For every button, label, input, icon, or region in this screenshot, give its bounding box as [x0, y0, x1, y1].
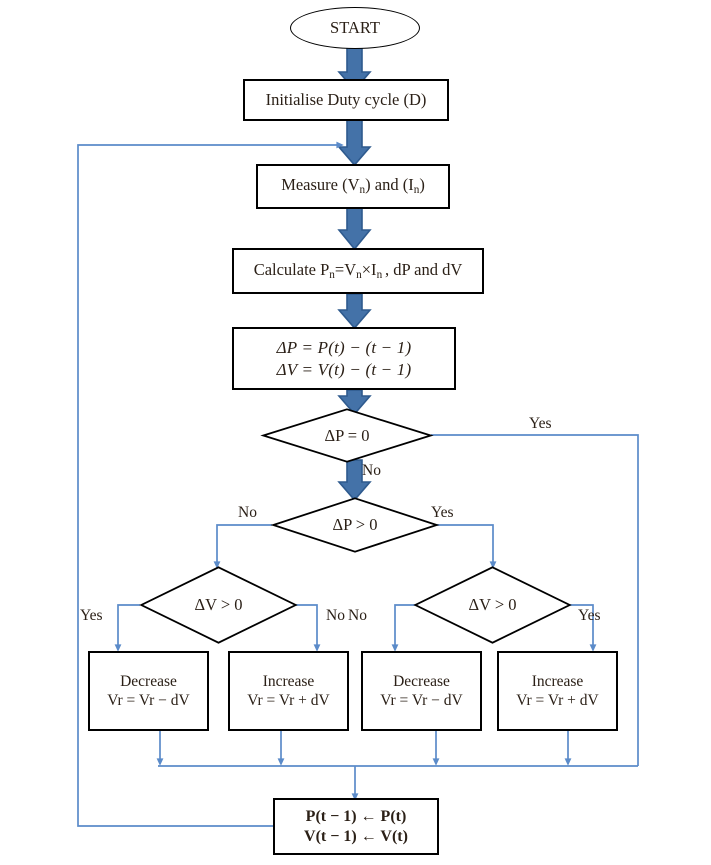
update-text: P(t − 1) ← P(t) V(t − 1) ← V(t)	[304, 807, 408, 847]
node-measure[interactable]: Measure (Vn) and (In)	[256, 164, 450, 209]
action-increase-left-text: Increase Vr = Vr + dV	[247, 672, 330, 711]
node-decision-dp-greater-zero[interactable]: ΔP > 0	[270, 497, 440, 553]
action-decrease-left-text: Decrease Vr = Vr − dV	[107, 672, 190, 711]
node-action-decrease-left[interactable]: Decrease Vr = Vr − dV	[88, 651, 209, 731]
node-delta-equations-text: ΔP = P(t) − (t − 1) ΔV = V(t) − (t − 1)	[277, 337, 412, 380]
action4-line1: Increase	[531, 672, 584, 690]
edge-label-dvright-yes: Yes	[578, 607, 601, 624]
action1-line2: Vr = Vr − dV	[107, 692, 190, 709]
node-delta-equations[interactable]: ΔP = P(t) − (t − 1) ΔV = V(t) − (t − 1)	[232, 327, 456, 390]
edge-label-dpzero-yes: Yes	[529, 415, 552, 432]
node-action-decrease-right[interactable]: Decrease Vr = Vr − dV	[361, 651, 482, 731]
wire-dvleft-yes	[114, 604, 140, 652]
action3-line1: Decrease	[393, 672, 450, 690]
edge-label-dvright-no: No	[348, 607, 367, 624]
node-initialise-duty-cycle[interactable]: Initialise Duty cycle (D)	[243, 79, 449, 121]
update-line-v: V(t − 1) ← V(t)	[304, 827, 408, 845]
update-line-p: P(t − 1) ← P(t)	[305, 807, 407, 825]
action1-line1: Decrease	[120, 672, 177, 690]
action-increase-right-text: Increase Vr = Vr + dV	[516, 672, 599, 711]
edge-label-dpgt-yes: Yes	[431, 504, 454, 521]
edge-label-dpzero-no: No	[362, 462, 381, 479]
node-update-previous-values[interactable]: P(t − 1) ← P(t) V(t − 1) ← V(t)	[273, 798, 439, 855]
delta-v-equation: ΔV = V(t) − (t − 1)	[276, 359, 412, 379]
action4-line2: Vr = Vr + dV	[516, 692, 599, 709]
edge-label-dvleft-no: No	[326, 607, 345, 624]
node-decision-dp-equals-zero[interactable]: ΔP = 0	[260, 408, 434, 463]
action-decrease-right-text: Decrease Vr = Vr − dV	[380, 672, 463, 711]
action2-line1: Increase	[262, 672, 315, 690]
node-decision-dv-greater-zero-left[interactable]: ΔV > 0	[139, 566, 298, 644]
delta-p-equation: ΔP = P(t) − (t − 1)	[276, 338, 412, 358]
action2-line2: Vr = Vr + dV	[247, 692, 330, 709]
edge-label-dvleft-yes: Yes	[80, 607, 103, 624]
node-start[interactable]: START	[290, 7, 420, 49]
action3-line2: Vr = Vr − dV	[380, 692, 463, 709]
decision-dv-right-label: ΔV > 0	[468, 595, 517, 614]
wire-dvleft-no	[296, 604, 321, 652]
wire-dpgt-no	[213, 524, 272, 569]
decision-dp-equals-zero-label: ΔP = 0	[324, 425, 370, 445]
wire-dvright-no	[391, 604, 415, 652]
node-decision-dv-greater-zero-right[interactable]: ΔV > 0	[413, 566, 572, 644]
node-initialise-label: Initialise Duty cycle (D)	[265, 89, 427, 109]
node-calculate-label: Calculate Pn=Vn×In , dP and dV	[253, 259, 463, 281]
edge-label-dpgt-no: No	[238, 504, 257, 521]
thick-arrow-measure-to-calculate	[337, 207, 372, 251]
decision-dp-greater-zero-label: ΔP > 0	[332, 515, 378, 534]
node-measure-label: Measure (Vn) and (In)	[281, 175, 425, 197]
thick-arrow-calculate-to-delta	[337, 293, 372, 330]
node-calculate[interactable]: Calculate Pn=Vn×In , dP and dV	[232, 248, 484, 294]
wire-dpgt-yes	[437, 524, 497, 569]
thick-arrow-init-to-measure	[337, 119, 372, 167]
node-action-increase-left[interactable]: Increase Vr = Vr + dV	[228, 651, 349, 731]
node-start-label: START	[330, 18, 380, 37]
decision-dv-left-label: ΔV > 0	[194, 595, 243, 614]
node-action-increase-right[interactable]: Increase Vr = Vr + dV	[497, 651, 618, 731]
